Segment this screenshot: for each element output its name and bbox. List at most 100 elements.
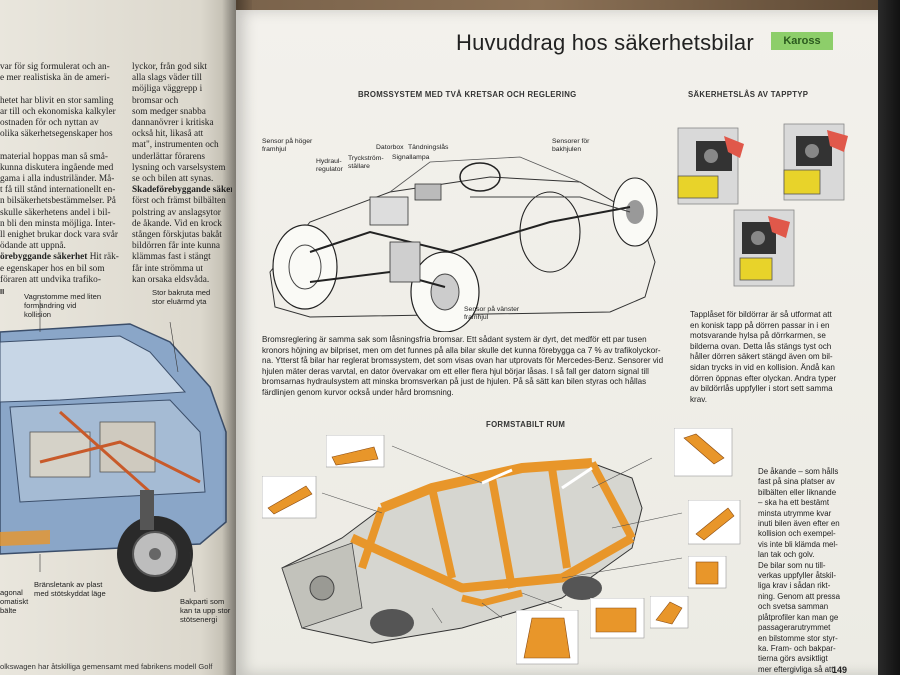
text-line: var för sig formulerat och an- [0,62,110,72]
text-line: dannanövrer i kritiska [132,118,214,129]
brake-paragraph-line: kronors höjning av bilpriset, men om det… [262,345,661,355]
cabin-paragraph-line: ka. Fram- och bakpar- [758,643,836,653]
text-line: material hoppas man så små- [0,151,108,162]
lock-paragraph-line: motsvarande hylsa på dörrkarmen, se [690,331,826,341]
cabin-paragraph-line: kollision och exempel- [758,529,836,539]
text-line: föraren att undvika trafiko- [0,274,101,285]
caption-section-mark: II [0,287,5,296]
text-line: ar till och ekonomiska kalkyler [0,106,116,117]
book-cover-edge [878,0,900,675]
lock-paragraph-line: sidan trycks in vid en kollision. Ändå k… [690,362,835,372]
text-line: mat", instrumenten och [132,140,219,151]
car-cutaway-illustration [0,300,227,593]
brake-paragraph-line: hjulen mäter deras varvtal, en dator öve… [262,366,649,376]
profile-callout-5 [688,556,727,589]
text-line: t få till stånd internationellt en- [0,185,116,196]
text-line: hetet har blivit en stor samling [0,95,114,106]
cabin-paragraph-line: passagerarutrymmet [758,623,831,633]
brake-paragraph-line: Bromsreglering är samma sak som låsnings… [262,335,647,344]
text-line: får inte strömma ut [132,263,203,274]
caption-bransletank: Bränsletank av plast med stötskyddat läg… [34,580,106,598]
cabin-paragraph-line: – ska ha ett bestämt [758,498,830,508]
lock-paragraph-line: håller dörren säkert stängd även om bil- [690,352,833,362]
lock-paragraph-line: bilderna ovan. Detta lås stängs tyst och [690,341,832,351]
left-page-column-1: var för sig formulerat och an-e mer real… [0,62,125,286]
page-number: 149 [832,665,848,675]
cabin-paragraph-line: tierna görs avsiktligt [758,654,828,664]
cabin-section-heading: FORMSTABILT RUM [486,420,566,429]
heading-tail: Hit räk- [87,252,119,263]
caption-bakparti: Bakparti som kan ta upp stor stötsenergi [180,597,231,624]
text-line: ostnaden för och nyttan av [0,118,99,129]
cabin-paragraph-line: en bilstomme stor styr- [758,633,838,643]
text-line: se och bilen att synas. [132,174,214,185]
text-line: lysning och varselsystem [132,162,226,173]
brake-paragraph-line: na. Ytterst få bilar har reglerat bromss… [262,356,664,366]
label-sensor-hoger-fram: Sensor på höger framhjul [262,138,313,153]
cabin-paragraph-line: och svetsa samman [758,602,829,612]
text-line: först och främst bilbälten [132,196,226,207]
text-line: möjliga väggrepp i [132,84,203,95]
label-datorbox: Datorbox [376,144,404,151]
lock-paragraph-line: krav. [690,394,707,404]
cabin-paragraph-line: minsta utrymme kvar [758,508,832,518]
text-line: bromsar och [132,95,179,106]
door-lock-diagram-3 [733,209,795,287]
text-line: kunna diskutera ingående med [0,162,114,173]
profile-callout-4 [688,500,741,545]
cabin-paragraph-line: De åkande – som hålls [758,467,839,476]
brake-system-diagram [269,156,658,332]
text-line: underlättar förarens [132,151,206,162]
heading-bold: örebyggande säkerhet [0,252,88,263]
lock-section-heading: SÄKERHETSLÅS AV TAPPTYP [688,90,809,99]
lock-paragraph-line: dörren öppnas efter olyckan. Andra typer [690,373,837,383]
text-line: stången förskjutas bakåt [132,230,222,241]
cabin-paragraph-line: mer eftergivliga så att [758,664,834,674]
cabin-paragraph-line: liga krav i sådan rikt- [758,581,831,591]
lock-section-paragraph: Tapplåset för bildörrar är så utformat a… [690,310,836,405]
cabin-paragraph-line: plåtprofiler kan man ge [758,612,839,622]
cabin-paragraph-line: De bilar som nu till- [758,560,826,570]
profile-callout-1 [326,435,385,468]
door-lock-diagram-1 [677,127,744,205]
text-line: alla slags väder till [132,73,202,84]
label-hydraul-regulator: Hydraul-regulator [316,158,343,173]
label-sensorer-bakhjulen: Sensorer för bakhjulen [552,138,590,153]
cabin-paragraph-line: fast på sina platser av [758,477,835,487]
text-line: klämmas fast i stängt [132,252,211,263]
profile-callout-8 [516,610,579,665]
cabin-paragraph-line: lan tak och golv. [758,550,815,560]
text-line: de åkande. Vid en krock [132,218,222,229]
text-line: lyckor, från god sikt [132,62,208,72]
cabin-paragraph-line: verkas uppfyller åtskil- [758,571,837,581]
text-line [0,140,125,151]
cabin-paragraph-line: bilbälten eller liknande [758,487,837,497]
text-line [0,84,125,95]
text-line: e egenskaper hos en bil som [0,263,105,274]
label-tryckstrom-stallare: Tryckström-ställare [348,155,384,170]
text-line: polstring av anslagsytor [132,207,221,218]
section-badge: Kaross [771,32,833,50]
text-line: olika säkerhetsegenskaper hos [0,129,113,140]
brake-paragraph-line: bromsarnas hydraulsystem att minska brom… [262,377,647,387]
cabin-paragraph-line: ning. Genom att pressa [758,591,841,601]
lock-paragraph-line: Tapplåset för bildörrar är så utformat a… [690,310,832,319]
text-line: bildörren får inte kunna [132,241,221,252]
label-tandningslas: Tändningslås [408,144,449,151]
profile-callout-6 [650,596,689,629]
right-page: Huvuddrag hos säkerhetsbilar Kaross BROM… [236,10,888,675]
caption-stor-bakruta: Stor bakruta med stor eluärmd yta [152,288,211,306]
profile-callout-7 [590,598,645,639]
safety-cabin-diagram [281,445,683,644]
left-page-bottom-line: olkswagen har åtskilliga gemensamt med f… [0,662,213,671]
brake-paragraph-line: färdlinjen genom kurvor också under hård… [262,387,454,397]
door-lock-diagram-2 [783,123,848,201]
label-sensor-vanster-fram: Sensor på vänster framhjul [464,306,520,321]
text-line: ödande att uppnå. [0,241,66,252]
text-line: också hit, likaså att [132,129,204,140]
text-line: e mer realistiska än de ameri- [0,73,110,84]
profile-callout-2 [262,476,317,519]
label-signallampa: Signallampa [392,154,430,161]
profile-callout-3 [674,428,733,477]
